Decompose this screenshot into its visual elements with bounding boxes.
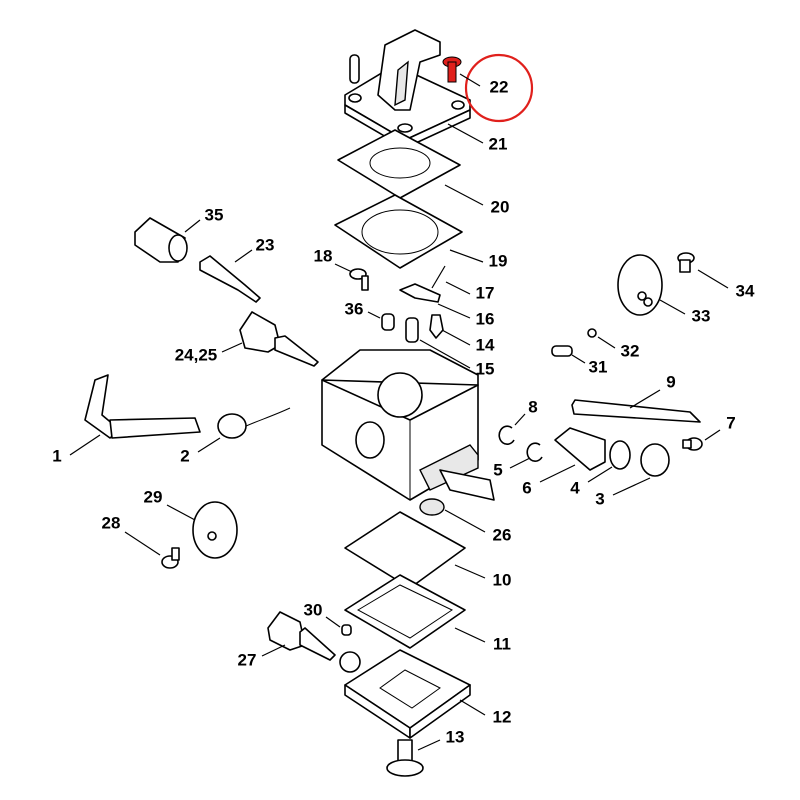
label-11[interactable]: 11: [493, 634, 511, 653]
label-5[interactable]: 5: [493, 460, 502, 479]
part-23-needle[interactable]: [199, 255, 261, 303]
label-17[interactable]: 17: [476, 283, 495, 302]
part-18-screw[interactable]: [349, 268, 369, 291]
label-6[interactable]: 6: [522, 478, 531, 497]
part-15-spring[interactable]: [405, 317, 419, 343]
label-14[interactable]: 14: [476, 335, 495, 354]
label-4[interactable]: 4: [570, 478, 580, 497]
part-34-screw[interactable]: [677, 252, 695, 273]
label-18[interactable]: 18: [314, 246, 333, 265]
part-19-gasket[interactable]: [334, 194, 463, 269]
label-26[interactable]: 26: [493, 525, 512, 544]
label-19[interactable]: 19: [489, 251, 508, 270]
part-6-lever[interactable]: [554, 427, 606, 471]
part-20-diaphragm[interactable]: [337, 129, 461, 199]
leader-lines: [69, 73, 729, 751]
highlight-circle: [464, 53, 534, 123]
part-30-pin[interactable]: [341, 624, 352, 636]
part-36-spring[interactable]: [381, 313, 395, 331]
label-20[interactable]: 20: [491, 197, 510, 216]
part-35-cap[interactable]: [134, 217, 188, 263]
label-9[interactable]: 9: [666, 372, 675, 391]
part-32-ball[interactable]: [587, 328, 597, 338]
part-3-cap[interactable]: [640, 443, 670, 477]
part-2-spring[interactable]: [217, 407, 291, 439]
part-21-cover[interactable]: [344, 29, 471, 149]
part-24-25-needle[interactable]: [239, 311, 319, 367]
part-33-plate[interactable]: [617, 254, 663, 316]
label-34[interactable]: 34: [736, 281, 755, 300]
label-12[interactable]: 12: [493, 707, 512, 726]
part-4-washer[interactable]: [609, 440, 631, 470]
part-1-throttle-shaft[interactable]: [84, 374, 201, 439]
label-24-25[interactable]: 24,25: [175, 345, 218, 364]
part-8-clip[interactable]: [498, 425, 515, 446]
part-14-inlet-needle[interactable]: [429, 314, 444, 339]
label-27[interactable]: 27: [238, 650, 257, 669]
label-13[interactable]: 13: [446, 727, 465, 746]
label-16[interactable]: 16: [476, 309, 495, 328]
label-29[interactable]: 29: [144, 487, 163, 506]
part-22-screw[interactable]: [442, 56, 462, 83]
label-2[interactable]: 2: [180, 446, 189, 465]
label-1[interactable]: 1: [52, 446, 61, 465]
label-3[interactable]: 3: [595, 489, 604, 508]
part-12-cover[interactable]: [339, 649, 471, 739]
part-26-screen[interactable]: [419, 498, 445, 516]
part-9-choke-shaft[interactable]: [571, 399, 701, 423]
label-15[interactable]: 15: [476, 359, 495, 378]
label-21[interactable]: 21: [489, 134, 508, 153]
label-35[interactable]: 35: [205, 205, 224, 224]
label-28[interactable]: 28: [102, 513, 121, 532]
label-33[interactable]: 33: [692, 306, 711, 325]
part-17-pin[interactable]: [431, 265, 446, 289]
label-23[interactable]: 23: [256, 235, 275, 254]
part-31-spring[interactable]: [551, 345, 573, 357]
part-16-lever[interactable]: [399, 283, 441, 303]
part-11-gasket[interactable]: [344, 574, 466, 649]
part-28-screw[interactable]: [161, 547, 180, 569]
label-10[interactable]: 10: [493, 570, 512, 589]
part-29-plate[interactable]: [192, 501, 238, 559]
part-13-screw[interactable]: [386, 739, 424, 777]
part-10-diaphragm[interactable]: [344, 511, 466, 589]
label-8[interactable]: 8: [528, 397, 537, 416]
part-7-screw[interactable]: [682, 437, 703, 451]
label-22[interactable]: 22: [490, 77, 509, 96]
label-7[interactable]: 7: [726, 413, 735, 432]
part-5-clip[interactable]: [526, 442, 543, 463]
label-32[interactable]: 32: [621, 341, 640, 360]
carburetor-body[interactable]: [321, 349, 495, 501]
part-27-needle[interactable]: [267, 611, 336, 661]
label-30[interactable]: 30: [304, 600, 323, 619]
label-31[interactable]: 31: [589, 357, 608, 376]
label-36[interactable]: 36: [345, 299, 364, 318]
